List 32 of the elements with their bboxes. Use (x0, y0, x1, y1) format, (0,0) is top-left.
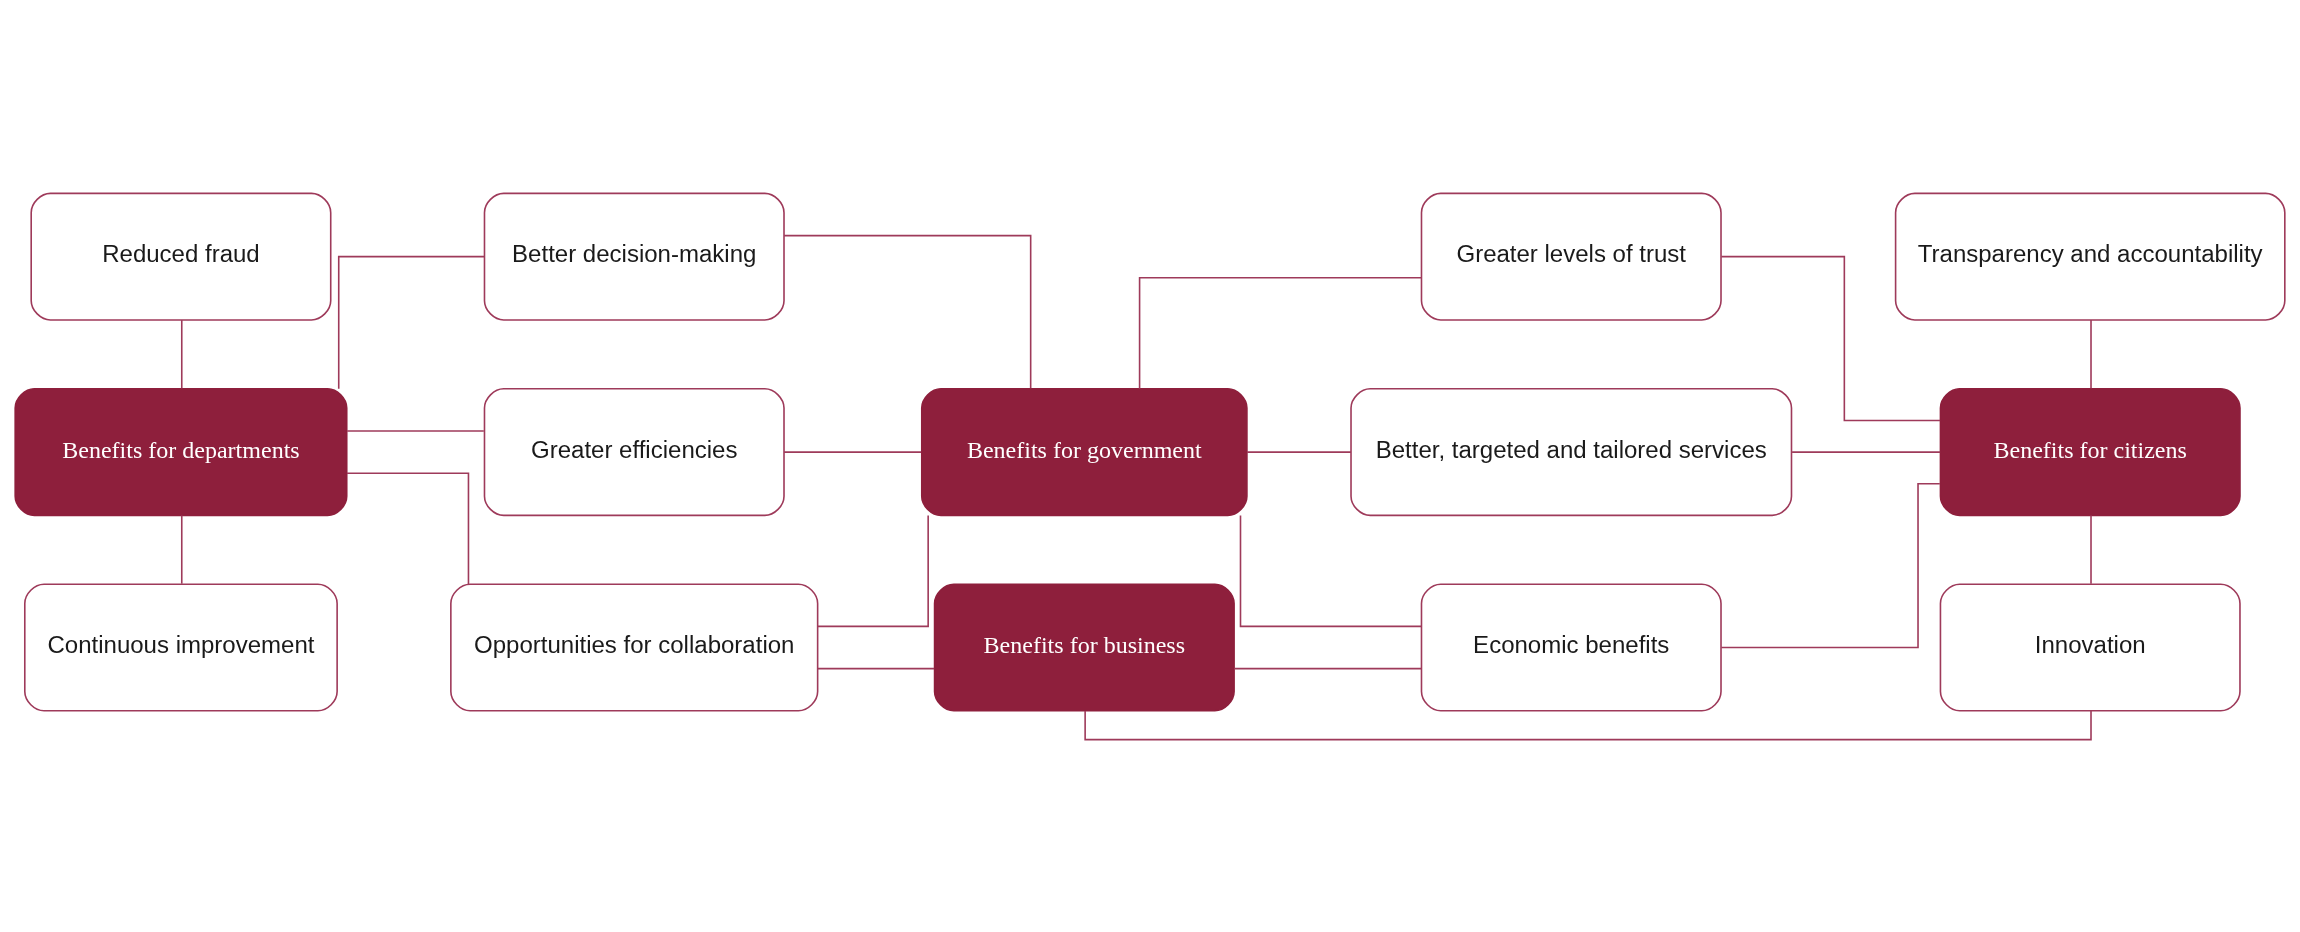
connector (180, 318, 183, 389)
node-box: Better, targeted and tailored services (1350, 387, 1793, 516)
node-box: Transparency and accountability (1894, 192, 2286, 321)
connector (1791, 450, 1941, 453)
connector (180, 514, 183, 584)
node-box: Benefits for departments (14, 387, 348, 516)
node-box: Benefits for business (933, 582, 1235, 712)
connector (1720, 482, 1941, 648)
node-box: Benefits for citizens (1939, 387, 2241, 516)
node-box: Innovation (1939, 582, 2241, 712)
connector (1239, 514, 1423, 627)
connector (1720, 255, 1941, 421)
node-box: Greater levels of trust (1420, 192, 1722, 321)
node-box: Benefits for government (920, 387, 1248, 516)
connector (817, 667, 935, 669)
connector (783, 234, 1032, 389)
connector (817, 514, 929, 627)
connector (1246, 450, 1352, 453)
node-box: Better decision-making (483, 192, 785, 321)
connector (1233, 667, 1422, 669)
connector (2090, 318, 2092, 389)
connector (346, 471, 470, 585)
node-box: Continuous improvement (24, 582, 338, 712)
connector (337, 255, 486, 389)
node-box: Opportunities for collaboration (450, 582, 819, 712)
connector (346, 429, 485, 432)
connector (1138, 276, 1423, 389)
node-box: Economic benefits (1420, 582, 1722, 712)
connector (783, 450, 922, 453)
node-box: Reduced fraud (30, 192, 332, 321)
node-box: Greater efficiencies (483, 387, 785, 516)
connector (2090, 514, 2092, 584)
